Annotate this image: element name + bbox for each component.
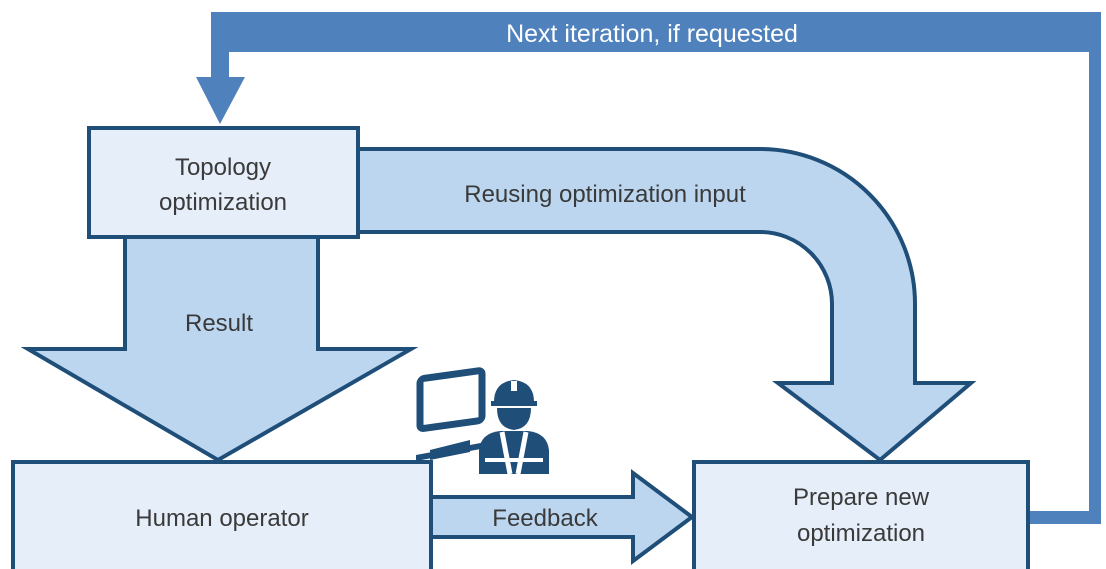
result-arrow-shape [20,233,419,463]
reuse-label: Reusing optimization input [464,181,746,208]
human-operator-box: Human operator [11,460,433,569]
prepare-box-shape [692,460,1030,569]
human-box-shape [11,460,433,569]
topology-label-line1: Topology [175,154,271,181]
result-arrow: Result [20,233,419,463]
prepare-optimization-box: Prepare new optimization [692,460,1030,569]
construction-worker-icon [479,380,549,475]
topology-label-line2: optimization [159,189,287,216]
prepare-label-line1: Prepare new [793,484,930,511]
feedback-arrow-shape [429,469,696,565]
feedback-arrow: Feedback [429,469,696,565]
reuse-arrow-shape [356,147,977,463]
loop-right-band [1089,12,1101,524]
human-label: Human operator [135,505,308,532]
topology-box-shape [87,126,360,239]
prepare-label-line2: optimization [797,520,925,547]
reuse-arrow: Reusing optimization input [356,147,977,463]
loop-bottom-band [1028,511,1101,524]
computer-monitor-icon [416,367,486,461]
result-label: Result [185,310,253,337]
loop-left-stem [211,12,229,78]
feedback-label: Feedback [492,505,598,532]
next-iteration-loop: Next iteration, if requested [196,12,1101,524]
loop-arrowhead [196,77,245,124]
loop-top-band [211,12,1095,52]
topology-optimization-box: Topology optimization [87,126,360,239]
loop-label: Next iteration, if requested [506,20,798,48]
